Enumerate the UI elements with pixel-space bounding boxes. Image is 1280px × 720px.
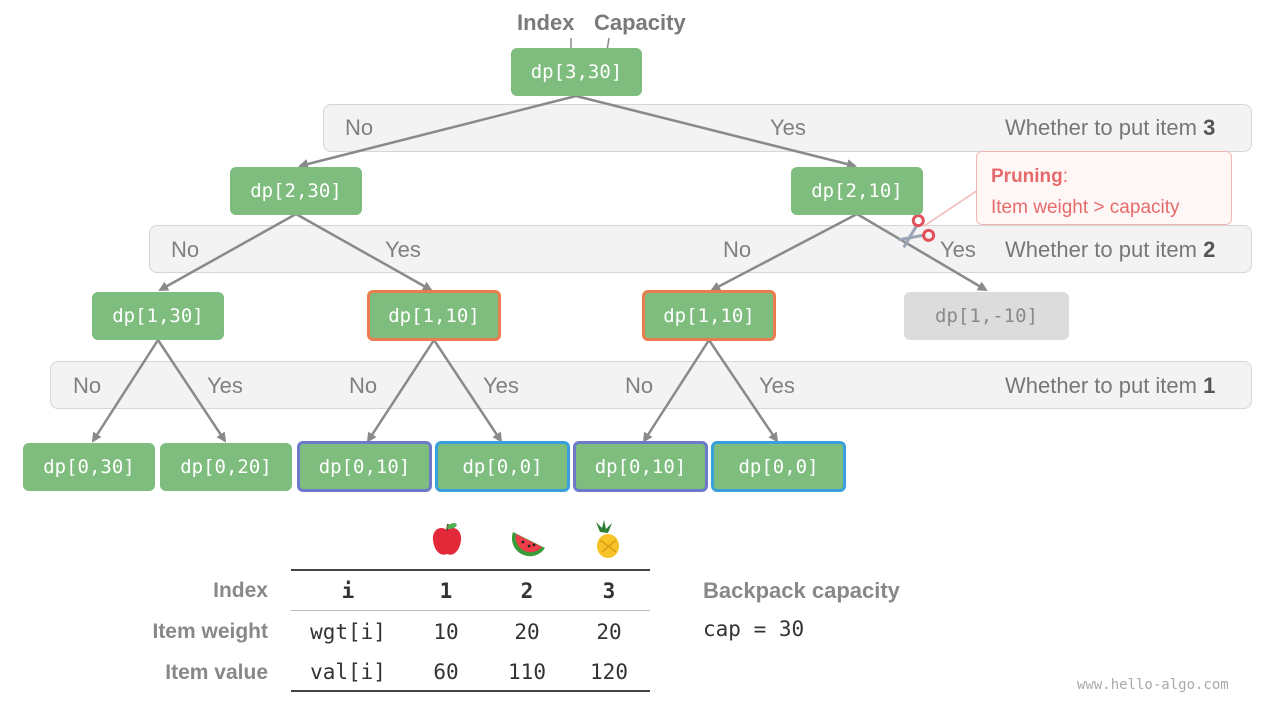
edge-label-item2-no-left: No [171, 237, 200, 262]
header-cell-1: 1 [439, 579, 453, 603]
edge-label-item1-no-2: No [349, 373, 378, 398]
edge-210-no [710, 212, 858, 292]
weight-cell-2: 20 [514, 620, 540, 644]
backpack-capacity-value: cap = 30 [703, 617, 805, 641]
decision-band-item-3 [323, 104, 1252, 152]
edge-root-yes [575, 94, 857, 169]
node-l1-yes: dp[2,10] [791, 167, 923, 215]
edge-210-yes-pruned [856, 212, 988, 292]
band-label-item-1: Whether to put item 1 [1005, 373, 1216, 398]
band-label-item-3: Whether to put item 3 [1005, 115, 1216, 140]
edge-label-item1-yes-3: Yes [759, 373, 795, 398]
node-root: dp[3,30] [511, 48, 642, 96]
value-cell-3: 120 [590, 660, 628, 684]
capacity-header-label: Capacity [594, 10, 686, 35]
row-label-value: Item value [165, 661, 268, 684]
node-l2-1: dp[1,30] [92, 292, 224, 340]
edge-root-no [298, 94, 577, 169]
header-cell-i: i [341, 579, 355, 603]
edge-230-yes [295, 212, 433, 292]
edge-label-item1-no-1: No [73, 373, 102, 398]
node-l2-4-pruned: dp[1,-10] [904, 292, 1069, 340]
pruning-callout: Pruning: Item weight > capacity [976, 151, 1232, 225]
table-top-rule [291, 569, 650, 571]
weight-cell-label: wgt[i] [310, 620, 386, 644]
backpack-capacity-title: Backpack capacity [703, 578, 900, 603]
edge-230-no [158, 212, 297, 292]
apple-icon [432, 523, 462, 555]
edge-label-item1-no-3: No [625, 373, 654, 398]
edge-label-item2-no-right: No [723, 237, 752, 262]
value-cell-label: val[i] [310, 660, 386, 684]
edge-label-item2-yes-left: Yes [385, 237, 421, 262]
pineapple-icon [596, 520, 619, 558]
weight-cell-1: 10 [433, 620, 459, 644]
table-header-rule [291, 610, 650, 611]
scissors-icon [898, 214, 936, 248]
node-l3-5-overlap: dp[0,10] [573, 441, 708, 492]
value-cell-2: 110 [508, 660, 546, 684]
index-header-label: Index [517, 10, 575, 35]
value-cell-1: 60 [433, 660, 459, 684]
edge-110b-yes [707, 339, 779, 443]
node-l3-3-overlap: dp[0,10] [297, 441, 432, 492]
decision-band-item-1 [50, 361, 1252, 409]
header-cell-3: 3 [602, 579, 616, 603]
weight-cell-3: 20 [596, 620, 622, 644]
edge-130-no [91, 339, 160, 443]
node-l2-2-overlap: dp[1,10] [367, 290, 501, 341]
row-label-weight: Item weight [152, 620, 268, 643]
edge-130-yes [156, 339, 227, 443]
pruning-title: Pruning [991, 166, 1063, 187]
edge-110a-yes [432, 339, 503, 443]
node-l3-6-overlap: dp[0,0] [711, 441, 846, 492]
edge-label-item3-yes: Yes [770, 115, 806, 140]
edge-110b-no [642, 339, 711, 443]
table-bottom-rule [291, 690, 650, 692]
edge-label-item2-yes-right: Yes [940, 237, 976, 262]
node-l3-1: dp[0,30] [23, 443, 155, 491]
edge-110a-no [366, 339, 436, 443]
header-cell-2: 2 [520, 579, 534, 603]
node-l3-4-overlap: dp[0,0] [435, 441, 570, 492]
edge-label-item1-yes-2: Yes [483, 373, 519, 398]
node-l2-3-overlap: dp[1,10] [642, 290, 776, 341]
decision-band-item-2 [149, 225, 1252, 273]
watermark: www.hello-algo.com [1077, 677, 1229, 693]
pruning-text: Item weight > capacity [991, 197, 1180, 218]
edge-label-item1-yes-1: Yes [207, 373, 243, 398]
watermelon-icon [511, 532, 545, 557]
row-label-index: Index [213, 579, 268, 602]
edge-label-item3-no: No [345, 115, 374, 140]
band-label-item-2: Whether to put item 2 [1005, 237, 1216, 262]
node-l3-2: dp[0,20] [160, 443, 292, 491]
node-l1-no: dp[2,30] [230, 167, 362, 215]
